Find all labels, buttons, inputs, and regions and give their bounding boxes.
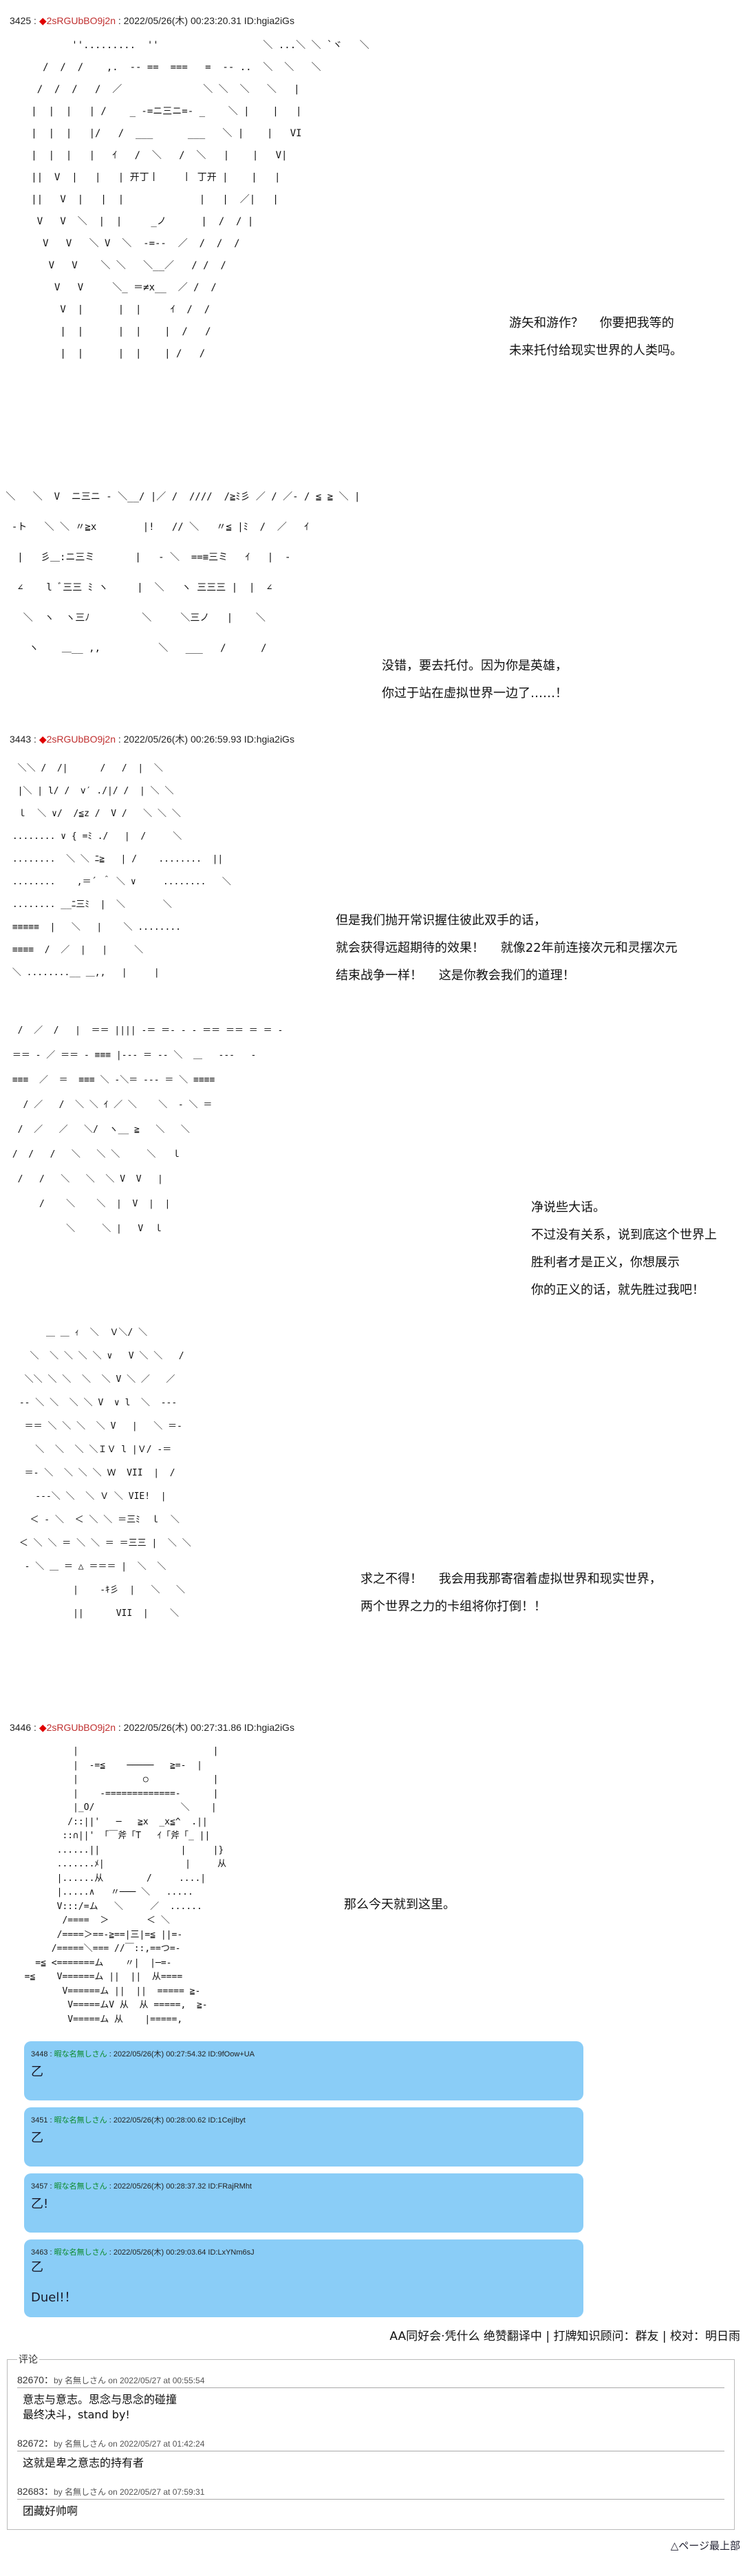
comment-body: 团藏好帅啊 <box>23 2504 78 2518</box>
reply-number: 3448 <box>31 2050 48 2058</box>
reply-body: 乙 <box>31 2131 43 2145</box>
reply-date: : 2022/05/26(木) 00:27:54.32 ID:9fOow+UA <box>107 2050 255 2058</box>
reply-number: 3457 <box>31 2182 48 2191</box>
post-number: 3443 <box>10 734 32 745</box>
poster-trip: 2sRGUbBO9j2n <box>46 734 116 745</box>
comment-body: 意志与意志。思念与思念的碰撞 最终决斗，stand by! <box>23 2393 177 2421</box>
trip-diamond-icon: ◆ <box>39 15 47 26</box>
reply-bubble: 3451 : 暇な名無しさん : 2022/05/26(木) 00:28:00.… <box>24 2107 583 2167</box>
reply-bubble: 3463 : 暇な名無しさん : 2022/05/26(木) 00:29:03.… <box>24 2239 583 2317</box>
comment-number: 82672： <box>17 2438 54 2449</box>
dialogue-text: 求之不得！ 我会用我那寄宿着虚拟世界和现实世界， 两个世界之力的卡组将你打倒！！ <box>360 1572 662 1614</box>
ascii-art-panel: ＼＼ / /| / / | ＼ |＼ | l/ / v′ ./|/ / | ＼ … <box>12 763 231 978</box>
comment-item: 82672：by 名無しさん on 2022/05/27 at 01:42:24… <box>17 2436 724 2478</box>
reply-bubble: 3457 : 暇な名無しさん : 2022/05/26(木) 00:28:37.… <box>24 2173 583 2233</box>
post-header: 3425 : ◆2sRGUbBO9j2n : 2022/05/26(木) 00:… <box>10 15 294 26</box>
comment-meta: by 名無しさん on 2022/05/27 at 07:59:31 <box>53 2487 205 2497</box>
ascii-art-panel: ＿ ＿ ｨ ＼ Ｖ＼/ ＼ ＼ ＼ ＼ ＼ ＼ ∨ V ＼ ＼ / ＼＼ ＼ ＼… <box>19 1328 191 1619</box>
post-header: 3443 : ◆2sRGUbBO9j2n : 2022/05/26(木) 00:… <box>10 734 294 745</box>
poster-trip: 2sRGUbBO9j2n <box>46 1722 116 1733</box>
reply-author: 暇な名無しさん <box>54 2050 107 2058</box>
reply-author: 暇な名無しさん <box>54 2182 107 2191</box>
comment-meta: by 名無しさん on 2022/05/27 at 00:55:54 <box>53 2376 205 2385</box>
dialogue-text: 净说些大话。 不过没有关系，说到底这个世界上 胜利者才是正义，你想展示 你的正义… <box>531 1200 717 1297</box>
reply-body: 乙! <box>31 2197 49 2211</box>
post-number: 3446 <box>10 1722 32 1733</box>
poster-trip: 2sRGUbBO9j2n <box>46 15 116 26</box>
post-date: : 2022/05/26(木) 00:27:31.86 ID:hgia2iGs <box>116 1722 294 1733</box>
post-number: 3425 <box>10 15 32 26</box>
post-date: : 2022/05/26(木) 00:23:20.31 ID:hgia2iGs <box>116 15 294 26</box>
ascii-art-panel: | | | -=≦ ───── ≧=- | | ○ | | -=========… <box>24 1746 227 2025</box>
ascii-art-panel: ''......... '' ＼ ...＼ ＼ `ヾ ＼ / / / ,. -‐… <box>31 40 369 359</box>
dialogue-text: 游矢和游作？ 你要把我等的 未来托付给现实世界的人类吗。 <box>509 316 682 358</box>
reply-bubble: 3448 : 暇な名無しさん : 2022/05/26(木) 00:27:54.… <box>24 2041 583 2100</box>
comment-item: 82683：by 名無しさん on 2022/05/27 at 07:59:31… <box>17 2484 724 2526</box>
post-date: : 2022/05/26(木) 00:26:59.93 ID:hgia2iGs <box>116 734 294 745</box>
reply-date: : 2022/05/26(木) 00:28:37.32 ID:FRajRMht <box>107 2182 252 2191</box>
comment-number: 82683： <box>17 2486 54 2497</box>
reply-author: 暇な名無しさん <box>54 2248 107 2257</box>
back-to-top-link[interactable]: △ページ最上部 <box>670 2540 740 2552</box>
comment-number: 82670： <box>17 2374 54 2385</box>
dialogue-text: 那么今天就到这里。 <box>344 1897 455 1912</box>
trip-diamond-icon: ◆ <box>39 1722 47 1733</box>
reply-date: : 2022/05/26(木) 00:29:03.64 ID:LxYNm6sJ <box>107 2248 255 2257</box>
ascii-art-panel: / ／ / | ＝＝ |||| ‐＝ ＝‐ ‐ ‐ ＝＝ ＝＝ ＝ ＝ ‐ ＝＝… <box>12 1025 283 1234</box>
comment-item: 82670：by 名無しさん on 2022/05/27 at 00:55:54… <box>17 2373 724 2429</box>
reply-date: : 2022/05/26(木) 00:28:00.62 ID:1CejIbyt <box>107 2116 246 2125</box>
reply-number: 3451 <box>31 2116 48 2125</box>
reply-body: 乙 <box>31 2065 43 2079</box>
comment-meta: by 名無しさん on 2022/05/27 at 01:42:24 <box>53 2439 205 2449</box>
post-header: 3446 : ◆2sRGUbBO9j2n : 2022/05/26(木) 00:… <box>10 1722 294 1733</box>
reply-number: 3463 <box>31 2248 48 2257</box>
comments-section: 评论 82670：by 名無しさん on 2022/05/27 at 00:55… <box>7 2352 735 2530</box>
ascii-art-panel: ＼ ＼ V ニ三ニ ‐ ＼__/ |／ / //// /≧ﾐ彡 ／ / ／‐ /… <box>6 491 360 654</box>
dialogue-text: 但是我们抛开常识握住彼此双手的话， 就会获得远超期待的效果！ 就像22年前连接次… <box>336 913 678 983</box>
translation-credits: AA同好会·凭什么 绝赞翻译中 | 打牌知识顾问：群友 | 校对：明日雨 <box>389 2330 740 2343</box>
comment-body: 这就是卑之意志的持有者 <box>23 2456 144 2469</box>
reply-author: 暇な名無しさん <box>54 2116 107 2125</box>
dialogue-text: 没错，要去托付。因为你是英雄， 你过于站在虚拟世界一边了……！ <box>382 659 568 701</box>
comments-legend: 评论 <box>19 2354 38 2365</box>
reply-body: 乙 Duel!！ <box>31 2260 77 2305</box>
trip-diamond-icon: ◆ <box>39 734 47 745</box>
